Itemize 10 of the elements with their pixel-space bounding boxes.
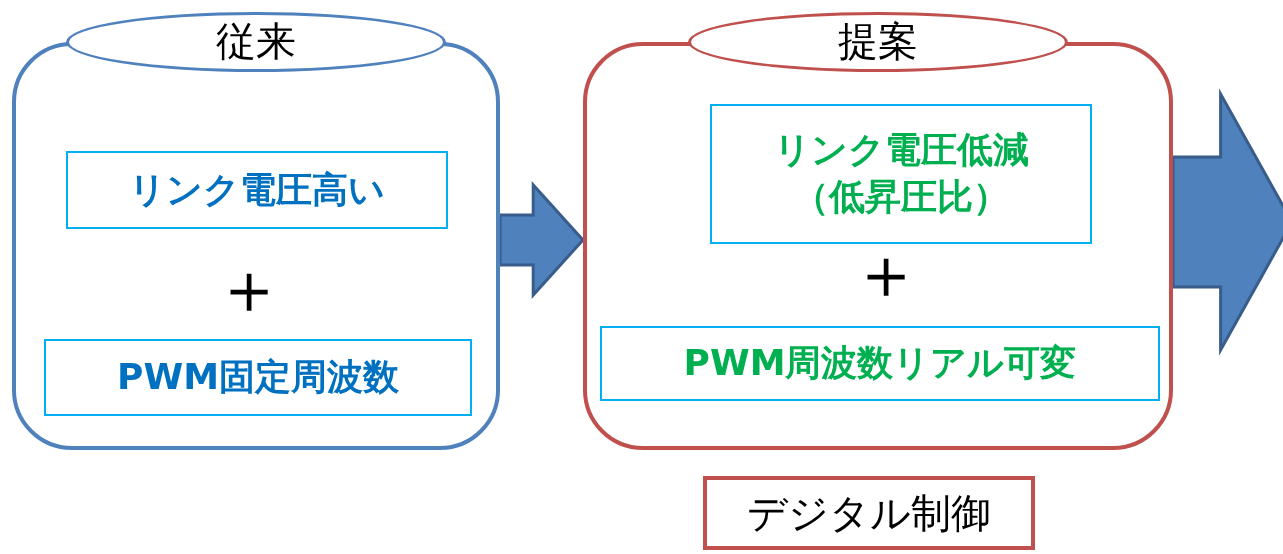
block-arrow (498, 181, 586, 299)
block-arrow (1171, 88, 1283, 356)
text-box: デジタル制御 (703, 476, 1035, 550)
text-box: リンク電圧低減（低昇圧比） (710, 104, 1092, 244)
plus-sign: ＋ (213, 252, 285, 324)
text-box: PWM周波数リアル可変 (600, 326, 1160, 401)
text-box: リンク電圧高い (66, 151, 448, 229)
text-box: PWM固定周波数 (44, 339, 472, 416)
heading-ellipse: 提案 (688, 12, 1068, 72)
heading-ellipse: 従来 (66, 12, 446, 72)
